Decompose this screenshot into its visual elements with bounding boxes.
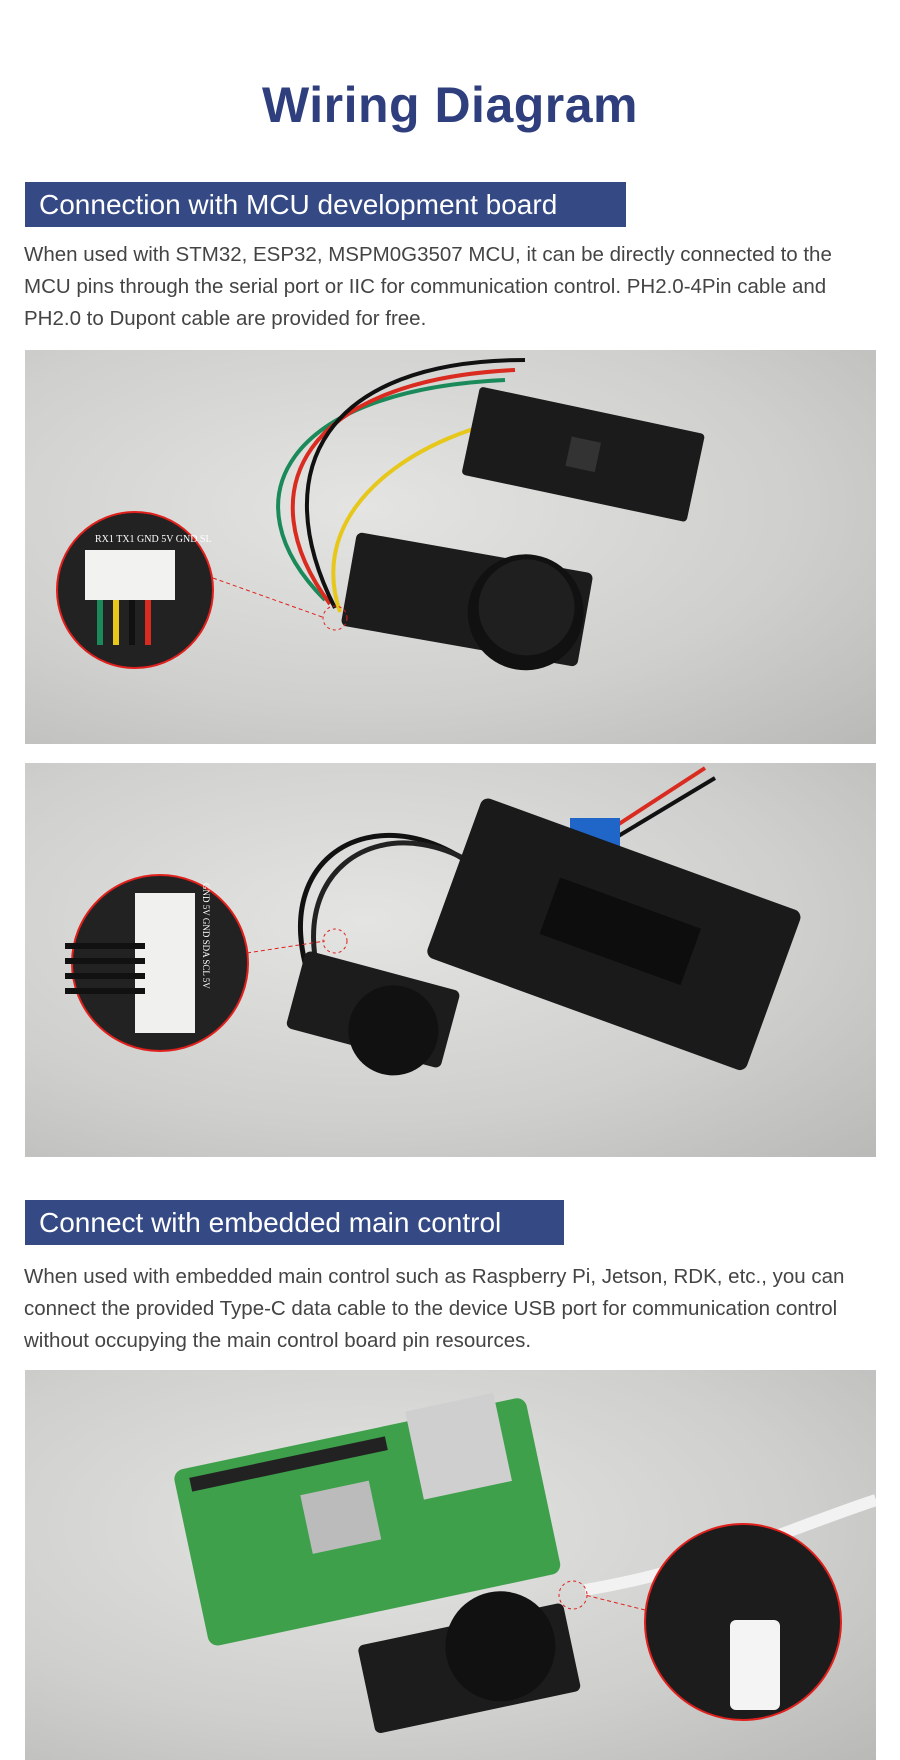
section-heading-mcu: Connection with MCU development board bbox=[25, 182, 626, 227]
expansion-board-illustration: GND 5V GND SDA SCL 5V bbox=[65, 766, 801, 1076]
inset-pin-labels: RX1 TX1 GND 5V GND SL bbox=[95, 534, 212, 545]
section-text-mcu: When used with STM32, ESP32, MSPM0G3507 … bbox=[24, 243, 832, 330]
photo-expansion-board-wiring: GND 5V GND SDA SCL 5V bbox=[25, 763, 876, 1157]
photo-raspberry-pi-usb bbox=[25, 1370, 876, 1760]
page-title: Wiring Diagram bbox=[261, 77, 639, 133]
section-heading-embedded: Connect with embedded main control bbox=[25, 1200, 564, 1245]
section-text-embedded: When used with embedded main control suc… bbox=[24, 1265, 845, 1352]
mcu-wiring-illustration: RX1 TX1 GND 5V GND SL bbox=[56, 358, 705, 671]
inset-pin-labels-2: GND 5V GND SDA SCL 5V bbox=[201, 883, 211, 989]
raspberry-pi-illustration bbox=[174, 1392, 876, 1733]
photo-mcu-pin-wiring: RX1 TX1 GND 5V GND SL bbox=[25, 350, 876, 744]
